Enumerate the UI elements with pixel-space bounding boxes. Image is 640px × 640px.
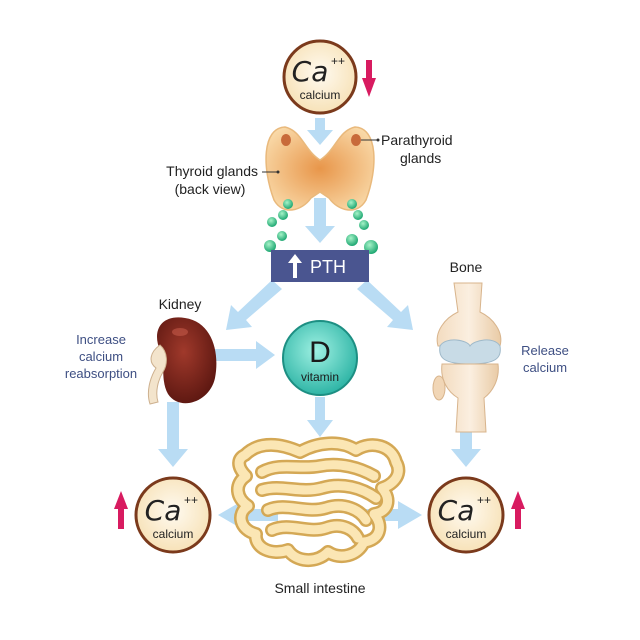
calcium-right-symbol: Ca [438,494,475,527]
calcium-left-symbol: Ca [145,494,182,527]
arrow-thyroid-to-pth [305,198,335,243]
calcium-top-node: Ca ++ calcium [282,39,358,115]
calcium-left-node: Ca ++ calcium [134,476,212,554]
parathyroid-left-icon [281,134,291,146]
arrow-pth-to-bone [357,280,413,330]
thyroid-label-line2: (back view) [175,181,246,197]
calcium-right-node: Ca ++ calcium [427,476,505,554]
calcium-right-charge: ++ [477,493,491,507]
pth-up-arrow-icon [288,254,302,278]
vitamin-d-node: D vitamin [282,320,358,396]
kidney-label: Kidney [159,296,202,312]
increase-label-line1: Increase [76,332,126,347]
parathyroid-right-icon [351,134,361,146]
labels: Parathyroid glands Thyroid glands (back … [65,132,569,596]
calcium-down-arrow-icon [362,60,376,97]
small-intestine-illustration [231,436,406,567]
flow-arrows [158,118,481,529]
arrow-intestine-to-calcium-right [362,501,422,529]
arrow-pth-to-kidney [226,280,282,330]
increase-label-line3: reabsorption [65,366,137,381]
arrow-bone-to-calcium [451,432,481,467]
release-label-line2: calcium [523,360,567,375]
parathyroid-label-line2: glands [400,150,441,166]
calcium-left-up-arrow-icon [114,491,128,529]
kidney-illustration [147,317,217,405]
parathyroid-label-line1: Parathyroid [381,132,453,148]
pth-box: PTH [271,250,369,282]
vitamin-letter: D [309,336,331,369]
calcium-right-up-arrow-icon [511,491,525,529]
arrow-kidney-to-vitamin [212,341,275,369]
calcium-top-charge: ++ [331,54,345,68]
bone-knee-illustration [432,282,502,433]
pth-label: PTH [310,257,346,277]
increase-label-line2: calcium [79,349,123,364]
intestine-label: Small intestine [274,580,365,596]
calcium-left-name: calcium [153,527,194,541]
arrow-kidney-to-calcium [158,402,188,467]
thyroid-label-line1: Thyroid glands [166,163,258,179]
calcium-top-symbol: Ca [292,55,329,88]
thyroid-gland-illustration [262,126,380,211]
bone-label: Bone [450,259,483,275]
calcium-right-name: calcium [446,527,487,541]
arrow-vitamin-to-intestine [307,397,333,437]
calcium-top-name: calcium [300,88,341,102]
arrow-calcium-to-thyroid [307,118,333,145]
calcium-left-charge: ++ [184,493,198,507]
vitamin-word: vitamin [301,370,339,384]
release-label-line1: Release [521,343,569,358]
